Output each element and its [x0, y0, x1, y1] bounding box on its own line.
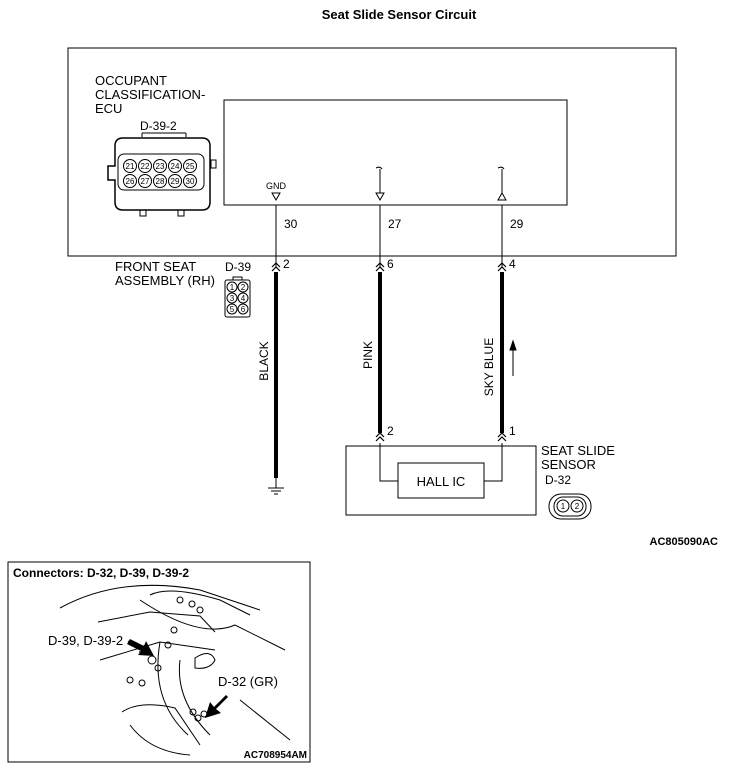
skyblue-internal-line [497, 166, 505, 193]
callout-arrow-2-icon [205, 695, 228, 718]
gnd-label: GND [266, 181, 287, 191]
inset-code: AC708954AM [244, 750, 307, 761]
ecu-name-line3: ECU [95, 101, 122, 116]
sensor-terminal-2: 2 [387, 424, 394, 438]
ecu-connector-id: D-39-2 [140, 119, 177, 133]
d32-pin-1: 1 [561, 502, 566, 511]
pink-internal-line [375, 166, 383, 193]
seat-terminal-2: 2 [283, 257, 290, 271]
ecu-terminal-29: 29 [510, 217, 524, 231]
ecu-connector-icon [107, 132, 217, 217]
vehicle-interior-illustration [59, 584, 291, 756]
d39-connector-icon [224, 276, 251, 318]
inset-callout-d39: D-39, D-39-2 [48, 633, 123, 648]
ecu-name-line1: OCCUPANT [95, 73, 167, 88]
sensor-connector-id: D-32 [545, 473, 571, 487]
d32-connector-icon [548, 493, 592, 520]
front-seat-line2: ASSEMBLY (RH) [115, 273, 215, 288]
ecu-box [67, 47, 677, 257]
ground-icon [268, 478, 284, 495]
hall-ic-skyblue-lead [484, 443, 503, 482]
ecu-pin-30: 30 [186, 177, 195, 186]
pink-terminal-icon [375, 192, 385, 202]
ecu-pin-23: 23 [156, 162, 165, 171]
skyblue-terminal-icon [497, 191, 507, 201]
connector-chevrons-upper [271, 262, 507, 272]
gnd-terminal-icon [271, 192, 281, 202]
inset-title: Connectors: D-32, D-39, D-39-2 [13, 566, 189, 580]
d39-pin-5: 5 [230, 305, 235, 314]
callout-arrow-1-head-icon [127, 639, 154, 656]
wire-label-skyblue: SKY BLUE [482, 338, 496, 396]
d39-pin-2: 2 [241, 283, 246, 292]
wire-label-pink: PINK [361, 341, 375, 369]
ecu-pin-22: 22 [141, 162, 150, 171]
inset-callout-d32: D-32 (GR) [218, 674, 278, 689]
hall-ic-pink-lead [379, 443, 398, 482]
ecu-pin-29: 29 [171, 177, 180, 186]
d32-pin-2: 2 [575, 502, 580, 511]
hall-ic-label: HALL IC [417, 474, 466, 489]
diagram-title: Seat Slide Sensor Circuit [322, 7, 477, 22]
ecu-terminal-30: 30 [284, 217, 298, 231]
signal-direction-arrow-icon [509, 339, 517, 376]
inset-frame [7, 561, 311, 763]
diagram-code: AC805090AC [650, 536, 719, 548]
d39-pin-4: 4 [241, 294, 246, 303]
front-seat-line1: FRONT SEAT [115, 259, 196, 274]
seat-terminal-6: 6 [387, 257, 394, 271]
wire-label-black: BLACK [257, 341, 271, 380]
sensor-terminal-1: 1 [509, 424, 516, 438]
ecu-terminal-27: 27 [388, 217, 402, 231]
d39-pin-1: 1 [230, 283, 235, 292]
ecu-name-line2: CLASSIFICATION- [95, 87, 205, 102]
seat-terminal-4: 4 [509, 257, 516, 271]
sensor-box [345, 445, 537, 516]
ecu-pin-28: 28 [156, 177, 165, 186]
ecu-pin-27: 27 [141, 177, 150, 186]
sensor-name-line1: SEAT SLIDE [541, 443, 615, 458]
ecu-pin-24: 24 [171, 162, 180, 171]
d39-pin-6: 6 [241, 305, 246, 314]
ecu-pin-21: 21 [126, 162, 135, 171]
sensor-name-line2: SENSOR [541, 457, 596, 472]
ecu-pin-26: 26 [126, 177, 135, 186]
front-seat-connector-id: D-39 [225, 260, 251, 274]
ecu-pin-25: 25 [186, 162, 195, 171]
connector-chevrons-lower [375, 432, 507, 442]
d39-pin-3: 3 [230, 294, 235, 303]
ecu-inner-box [223, 99, 568, 206]
